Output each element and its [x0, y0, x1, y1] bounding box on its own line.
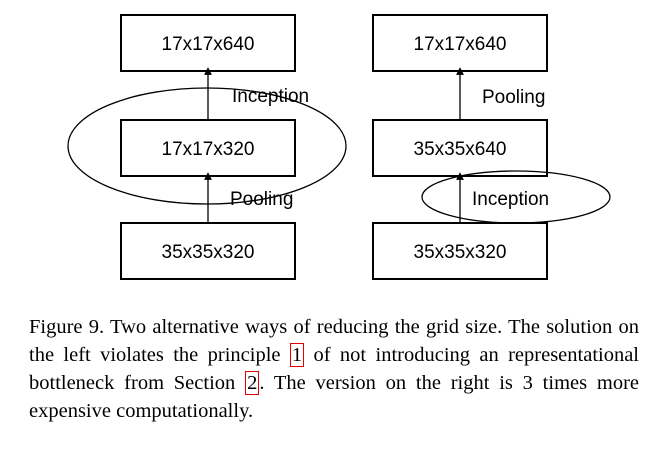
left-box-middle-label: 17x17x320	[162, 139, 255, 160]
left-box-bottom-label: 35x35x320	[162, 242, 255, 263]
section-reference-link[interactable]: 2	[245, 371, 260, 395]
right-edge-label-inception: Inception	[472, 189, 549, 210]
left-edge-label-inception: Inception	[232, 86, 309, 107]
left-edge-label-pooling: Pooling	[230, 189, 293, 210]
right-inception-ellipse	[421, 170, 611, 224]
figure-caption: Figure 9. Two alternative ways of reduci…	[29, 313, 639, 425]
caption-text-3: . The version on the right is 3 times mo…	[29, 372, 639, 422]
principle-reference-link[interactable]: 1	[289, 343, 305, 367]
right-edge-label-pooling: Pooling	[482, 87, 545, 108]
right-variant: 17x17x640 35x35x640 35x35x320 Pooling In…	[372, 14, 611, 280]
left-box-top-label: 17x17x640	[162, 34, 255, 55]
figure-9-diagram: 17x17x640 17x17x320 35x35x320 Inception …	[67, 14, 611, 280]
right-box-bottom-label: 35x35x320	[414, 242, 507, 263]
left-variant: 17x17x640 17x17x320 35x35x320 Inception …	[67, 14, 347, 280]
caption-text-2: of not introducing an representational b…	[29, 344, 640, 394]
caption-text-1: Figure 9. Two alternative ways of reduci…	[29, 316, 639, 366]
right-box-middle-label: 35x35x640	[414, 139, 507, 160]
right-box-top-label: 17x17x640	[414, 34, 507, 55]
left-inception-ellipse	[67, 87, 347, 205]
